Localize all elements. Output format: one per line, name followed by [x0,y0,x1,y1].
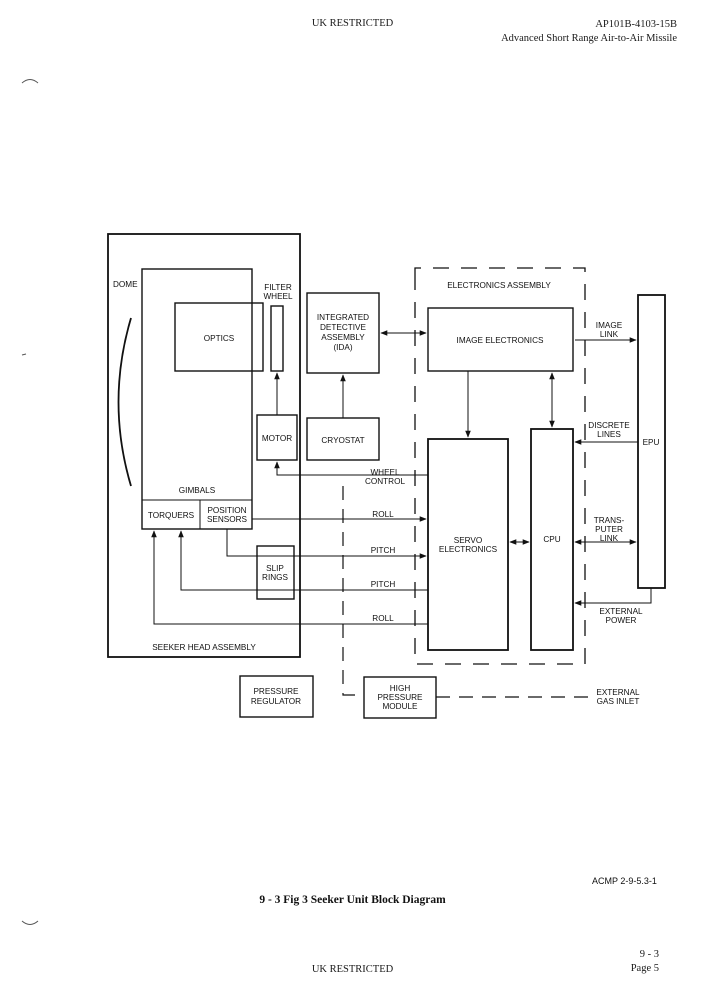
margin-mark-bottom [21,920,39,925]
high-pressure-module-label-line2: PRESSURE [377,693,423,702]
torquers-label: TORQUERS [148,511,195,520]
slip-rings-label-line2: RINGS [262,573,288,582]
wheel-control-label-line2: CONTROL [365,477,405,486]
seeker-head-assembly-label: SEEKER HEAD ASSEMBLY [152,643,256,652]
seeker-head-assembly-box [107,233,301,658]
position-sensors-label-line2: SENSORS [207,515,248,524]
slip-rings-box [256,545,295,600]
optics-label: OPTICS [204,334,235,343]
ida-label-line4: (IDA) [333,343,352,352]
external-power-arrow [574,588,652,606]
external-power-label-line1: EXTERNAL [599,607,643,616]
footer-page-info: 9 - 3 Page 5 [631,948,659,976]
figure-caption: 9 - 3 Fig 3 Seeker Unit Block Diagram [259,894,446,906]
wheel-control-label-line1: WHEEL [370,468,400,477]
pitch-bottom-arrow [178,530,428,591]
dome-label: DOME [113,280,138,289]
image-link-label-line2: LINK [600,330,619,339]
ida-label-line1: INTEGRATED [317,313,369,322]
margin-mark-middle [21,353,27,356]
header-doc-title: Advanced Short Range Air-to-Air Missile [501,33,677,44]
roll-top-label: ROLL [372,510,394,519]
pitch-top-label: PITCH [371,546,396,555]
epu-label: EPU [643,438,660,447]
header-document-info: AP101B-4103-15B Advanced Short Range Air… [501,18,677,46]
footer-page-number: Page 5 [630,963,659,974]
figure-reference: ACMP 2-9-5.3-1 [592,876,657,886]
external-power-label-line2: POWER [606,616,637,625]
transputer-link-label-line3: LINK [600,534,619,543]
high-pressure-module-label-line1: HIGH [390,684,411,693]
ida-label-line3: ASSEMBLY [321,333,365,342]
transputer-link-label-line2: PUTER [595,525,623,534]
servo-electronics-box [427,438,509,651]
header-classification: UK RESTRICTED [311,18,394,29]
filter-wheel-label-line1: FILTER [264,283,292,292]
electronics-assembly-label: ELECTRONICS ASSEMBLY [447,281,551,290]
ida-label-line2: DETECTIVE [320,323,366,332]
image-link-label-line1: IMAGE [596,321,623,330]
pitch-top-arrow [226,529,427,559]
image-electronics-label: IMAGE ELECTRONICS [457,336,544,345]
gimbals-label: GIMBALS [179,486,216,495]
filter-wheel-label-line2: WHEEL [263,292,293,301]
external-gas-inlet-label-line1: EXTERNAL [596,688,640,697]
dome-shape [117,317,132,487]
discrete-lines-label-line2: LINES [597,430,621,439]
gas-line-vertical [342,486,362,696]
servo-electronics-label-line2: ELECTRONICS [439,545,498,554]
gimbals-box [141,268,253,530]
position-sensors-label-line1: POSITION [207,506,246,515]
transputer-link-label-line1: TRANS- [594,516,625,525]
motor-label: MOTOR [262,434,292,443]
pressure-regulator-label-line1: PRESSURE [253,687,299,696]
high-pressure-module-label-line3: MODULE [382,702,418,711]
cpu-label: CPU [543,535,560,544]
image-electronics-box [427,307,574,372]
high-pressure-module-box [363,676,437,719]
footer-classification: UK RESTRICTED [311,964,394,975]
electronics-assembly-enclosure [414,267,586,665]
roll-bottom-arrow [151,530,428,625]
footer-page-ref: 9 - 3 [639,949,659,960]
roll-bottom-label: ROLL [372,614,394,623]
servo-electronics-label-line1: SERVO [454,536,483,545]
pressure-regulator-box [239,675,314,718]
external-gas-inlet-label-line2: GAS INLET [597,697,640,706]
cpu-box [530,428,574,651]
discrete-lines-label-line1: DISCRETE [588,421,630,430]
filter-wheel-box [270,305,284,372]
ida-box [306,292,380,374]
margin-mark-top [21,79,39,84]
cryostat-label: CRYOSTAT [321,436,364,445]
pitch-bottom-label: PITCH [371,580,396,589]
optics-box [174,302,264,372]
slip-rings-label-line1: SLIP [266,564,284,573]
header-doc-number: AP101B-4103-15B [595,19,677,30]
wheel-control-arrow [274,461,428,476]
pressure-regulator-label-line2: REGULATOR [251,697,301,706]
